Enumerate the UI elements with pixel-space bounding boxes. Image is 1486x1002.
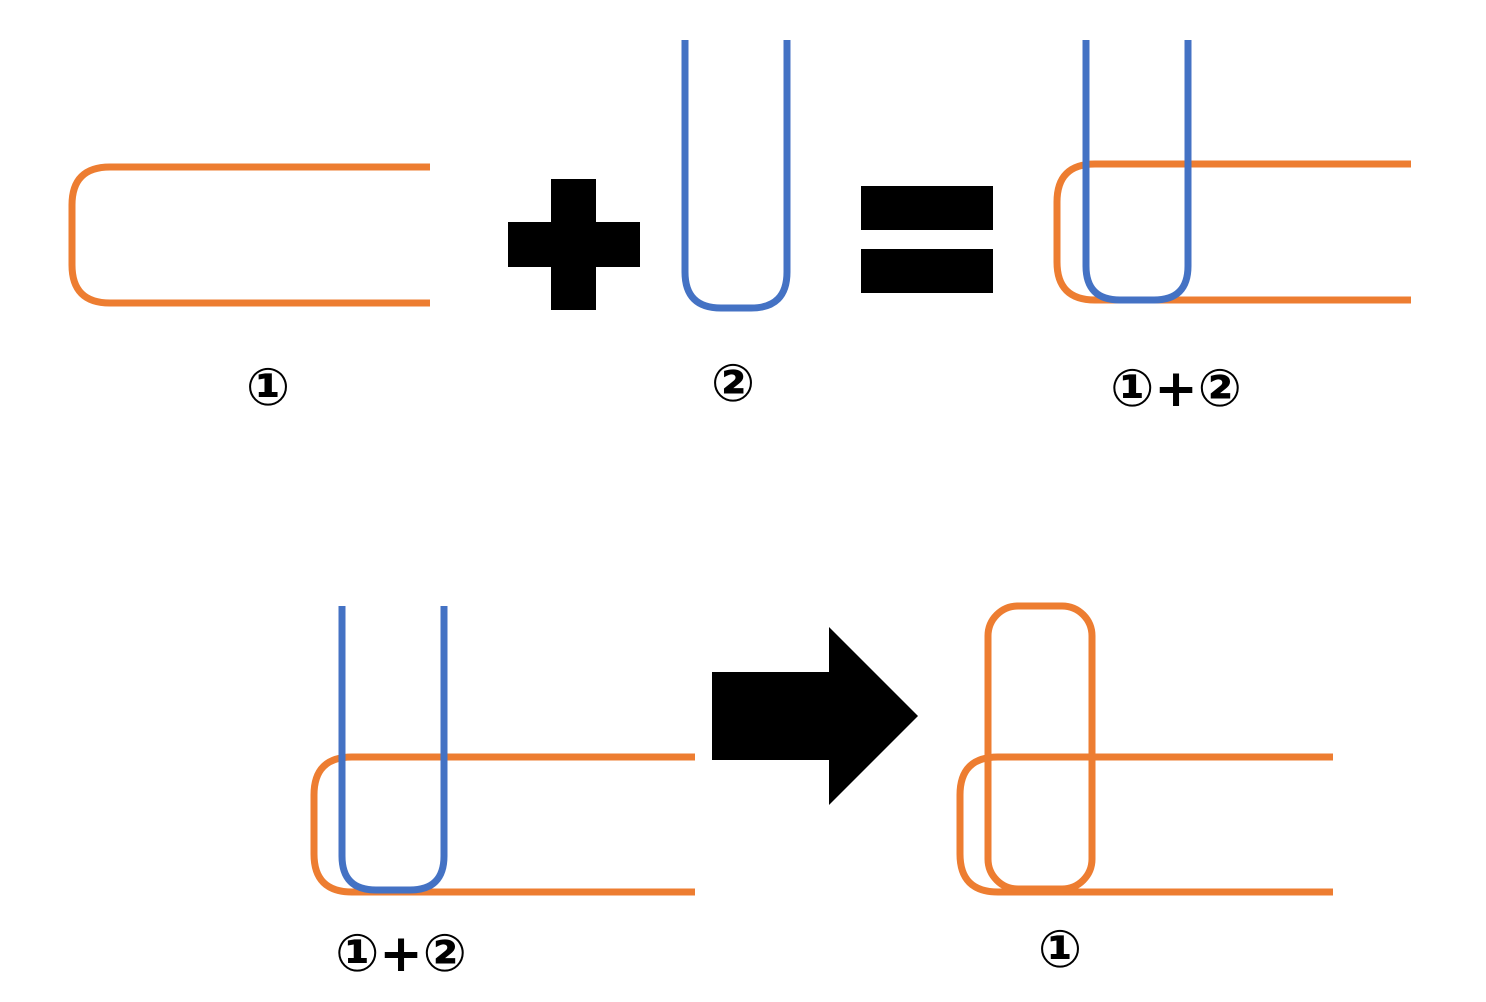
label-combined-bottom: ①+② [335, 924, 467, 984]
label-result: ① [1037, 920, 1083, 980]
label-piece-2: ② [710, 354, 756, 414]
combined-top-orange-hook [1053, 160, 1411, 304]
combined-top-figure [1053, 40, 1411, 304]
result-hook [956, 753, 1333, 896]
result-loop [984, 602, 1096, 893]
arrow-right-icon [712, 627, 918, 805]
label-combined-top: ①+② [1110, 359, 1242, 419]
equals-icon [861, 186, 993, 293]
combined-top-blue-loop [1082, 40, 1192, 304]
piece-1-hook [68, 163, 430, 307]
result-figure [956, 602, 1333, 896]
combined-bottom-blue-loop [338, 606, 448, 894]
plus-icon [508, 179, 640, 310]
label-piece-1: ① [245, 358, 291, 418]
combined-bottom-figure [310, 606, 695, 896]
combined-bottom-orange-hook [310, 753, 695, 896]
piece-2-loop [681, 40, 791, 312]
